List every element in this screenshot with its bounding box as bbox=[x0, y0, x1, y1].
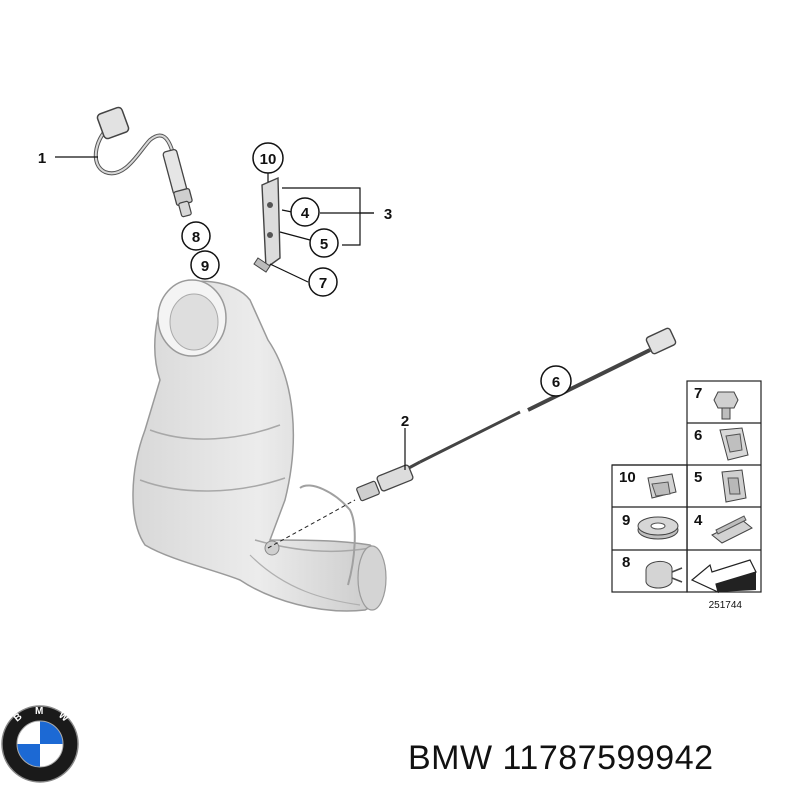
parts-legend: 7 6 10 5 9 4 bbox=[611, 380, 762, 611]
svg-text:2: 2 bbox=[401, 413, 409, 430]
svg-text:4: 4 bbox=[694, 512, 703, 529]
callout-5: 5 bbox=[309, 228, 339, 258]
diagram-id: 251744 bbox=[709, 600, 743, 611]
svg-text:4: 4 bbox=[301, 205, 310, 222]
bmw-logo: B M W bbox=[1, 705, 79, 783]
legend-cell-4: 4 bbox=[694, 512, 753, 544]
svg-text:9: 9 bbox=[622, 512, 630, 529]
callout-8: 8 bbox=[181, 221, 211, 251]
svg-text:8: 8 bbox=[622, 554, 630, 571]
legend-cell-9: 9 bbox=[622, 512, 679, 540]
svg-text:10: 10 bbox=[260, 151, 277, 168]
svg-text:1: 1 bbox=[38, 150, 46, 167]
svg-text:7: 7 bbox=[319, 275, 327, 292]
callout-6: 6 bbox=[540, 365, 572, 397]
part-caption: BMW 11787599942 bbox=[408, 736, 714, 780]
svg-text:7: 7 bbox=[694, 385, 702, 402]
leader-lines bbox=[55, 156, 542, 470]
callout-2: 2 bbox=[401, 413, 409, 430]
legend-cell-8: 8 bbox=[622, 554, 683, 589]
callout-7: 7 bbox=[308, 267, 338, 297]
callout-10: 10 bbox=[252, 142, 284, 174]
sensor-bracket bbox=[253, 176, 281, 273]
svg-text:6: 6 bbox=[694, 427, 702, 444]
legend-cell-7: 7 bbox=[694, 385, 739, 420]
svg-text:8: 8 bbox=[192, 229, 200, 246]
svg-text:6: 6 bbox=[552, 374, 560, 391]
logo-letter-m: M bbox=[35, 706, 43, 717]
legend-arrow-icon bbox=[690, 559, 757, 594]
callout-9: 9 bbox=[190, 250, 220, 280]
catalytic-converter bbox=[132, 279, 387, 612]
svg-text:5: 5 bbox=[694, 469, 702, 486]
callout-1: 1 bbox=[38, 150, 46, 167]
legend-cell-6: 6 bbox=[694, 427, 749, 461]
svg-text:3: 3 bbox=[384, 206, 392, 223]
part-number: 11787599942 bbox=[502, 739, 714, 777]
svg-text:10: 10 bbox=[619, 469, 636, 486]
callout-3: 3 bbox=[384, 206, 392, 223]
oxygen-sensor-lower bbox=[267, 327, 677, 549]
svg-text:5: 5 bbox=[320, 236, 328, 253]
oxygen-sensor-upper bbox=[93, 106, 193, 218]
legend-cell-5: 5 bbox=[694, 469, 747, 503]
brand-name: BMW bbox=[408, 739, 493, 777]
legend-cell-10: 10 bbox=[619, 469, 677, 499]
callout-4: 4 bbox=[290, 197, 320, 227]
svg-text:9: 9 bbox=[201, 258, 209, 275]
